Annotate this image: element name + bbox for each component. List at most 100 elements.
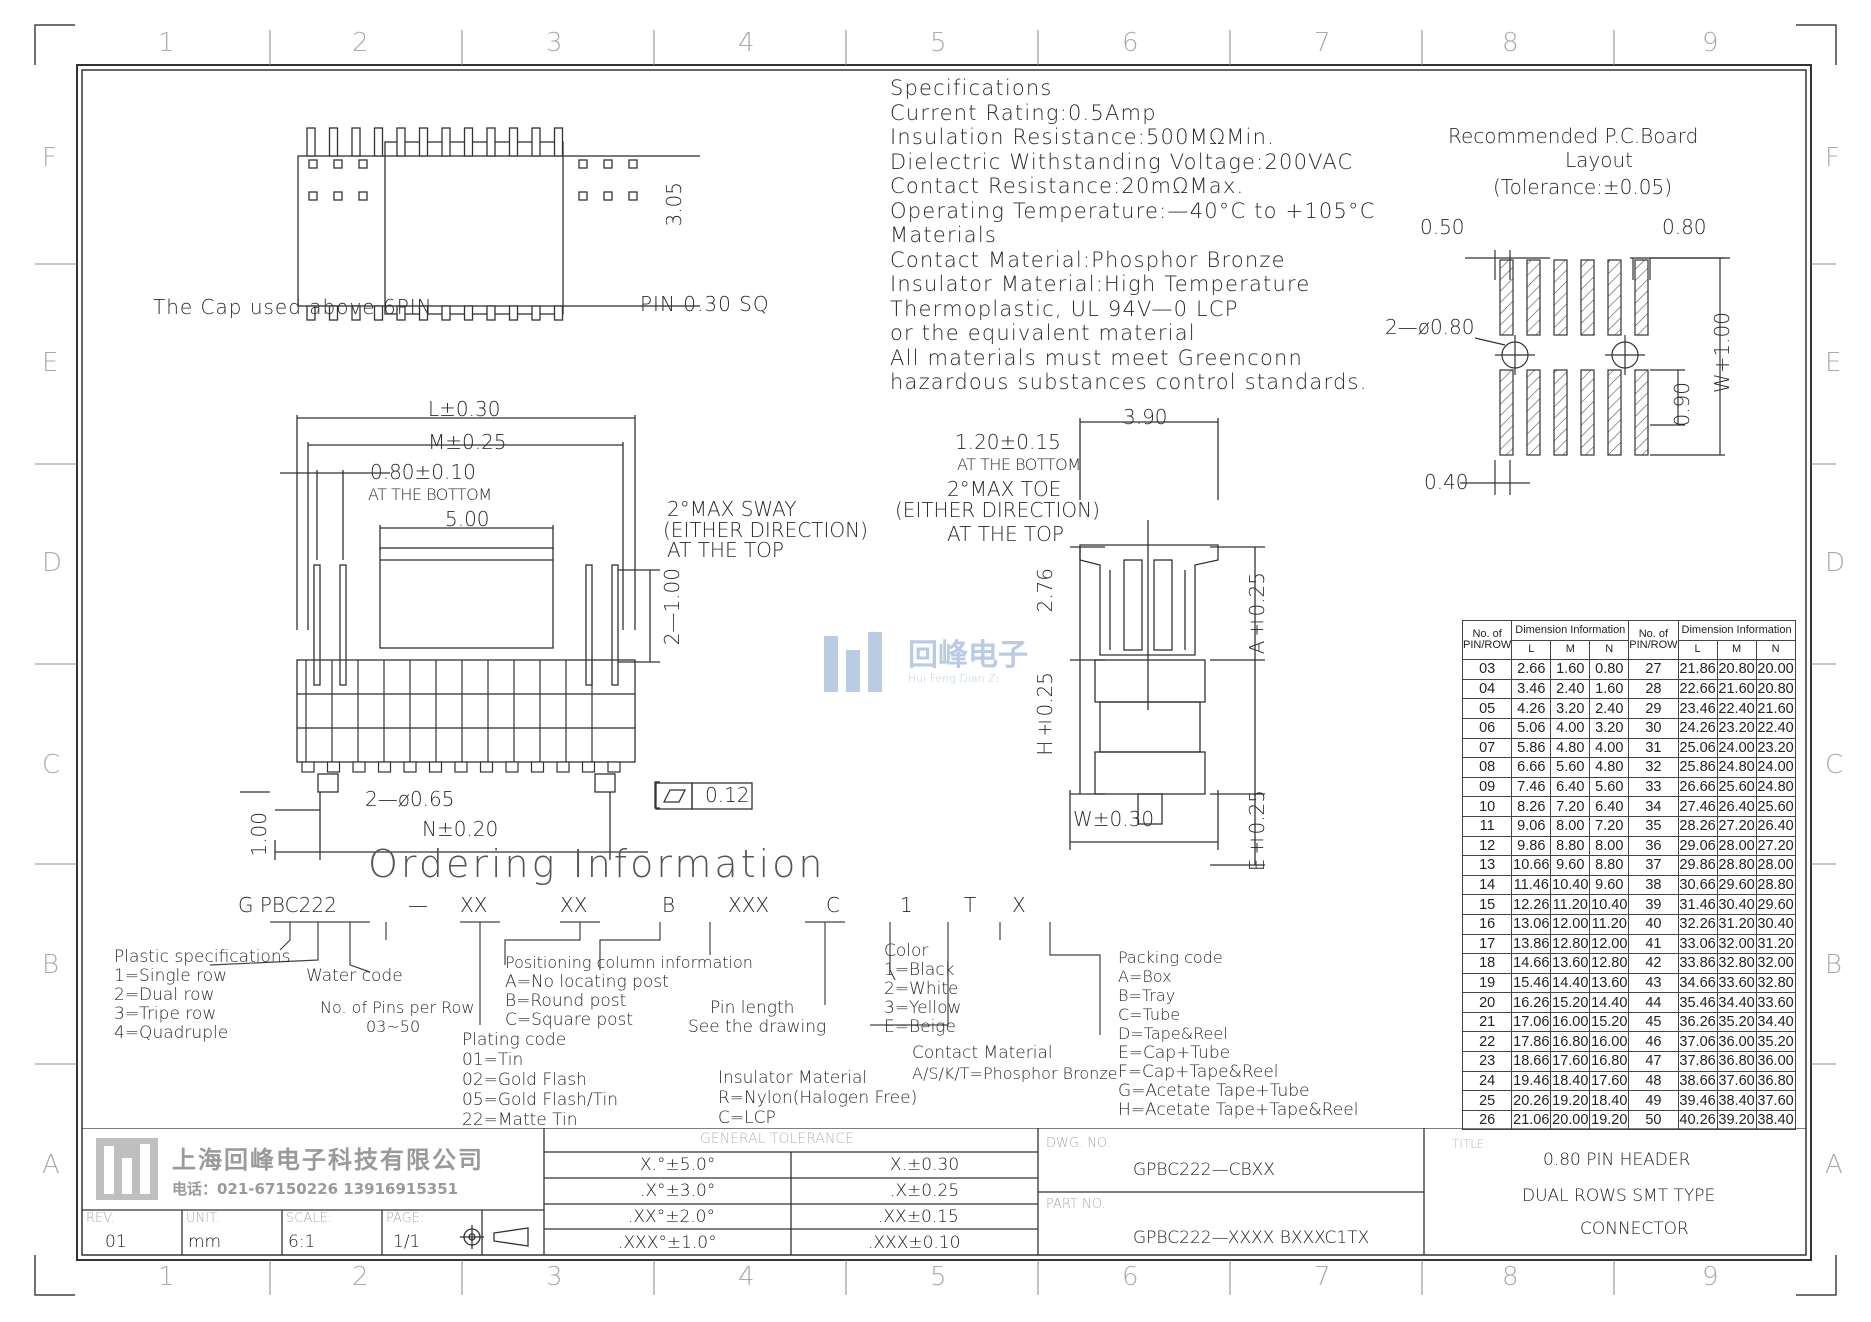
legend-line: 1=Black <box>884 960 955 980</box>
watermark-en: Hui Feng Dian Zi <box>908 672 999 685</box>
legend-line: Plastic specifications <box>114 947 291 967</box>
table-cell-value: 22.66 <box>1677 678 1718 700</box>
table-cell-value: 36.80 <box>1755 1070 1796 1092</box>
pin <box>351 127 361 157</box>
pcb-pad <box>1499 369 1514 456</box>
cap-note: The Cap used above 6PIN <box>153 295 433 319</box>
legend-line: A=Box <box>1118 967 1172 986</box>
table-cell-value: 10.66 <box>1511 855 1552 876</box>
legend-line: Positioning column information <box>505 953 753 972</box>
column-label: 9 <box>1702 1262 1719 1292</box>
tol-linear-1: .X±0.25 <box>890 1181 960 1201</box>
pin <box>441 305 451 321</box>
table-cell-value: 13.06 <box>1511 913 1552 935</box>
legend-line: No. of Pins per Row <box>320 998 475 1017</box>
table-cell-pins: 14 <box>1461 874 1513 896</box>
smt-lead <box>301 761 315 773</box>
table-cell-value: 0.80 <box>1589 659 1630 680</box>
legend-line: Color <box>884 941 929 961</box>
table-cell-value: 31.20 <box>1716 913 1757 935</box>
table-cell-pins: 06 <box>1461 717 1513 739</box>
legend-line: See the drawing <box>688 1017 827 1037</box>
dim-tip-length: 2—1.00 <box>660 568 684 646</box>
pin-square <box>358 159 368 169</box>
row-label: B <box>42 950 60 980</box>
column-label: 9 <box>1702 28 1719 58</box>
pcb-dim-040: 0.40 <box>1424 470 1469 494</box>
tolerance-header: GENERAL TOLERANCE <box>700 1131 855 1147</box>
table-cell-value: 6.66 <box>1511 757 1552 778</box>
legend-line: C=LCP <box>718 1108 776 1128</box>
legend-line: B=Round post <box>505 991 627 1011</box>
table-cell-value: 18.40 <box>1589 1090 1630 1111</box>
projection-symbol-icon <box>460 1225 529 1249</box>
pcb-dim-hole: 2—ø0.80 <box>1385 315 1475 339</box>
pin <box>418 305 429 321</box>
table-cell-value: 24.26 <box>1677 717 1718 739</box>
table-cell-value: 32.00 <box>1755 953 1796 974</box>
dim-N: N±0.20 <box>422 817 499 841</box>
code-part: C <box>826 893 840 917</box>
table-cell-value: 18.66 <box>1511 1051 1552 1072</box>
table-cell-value: 9.86 <box>1511 835 1552 857</box>
dim-H: H±0.25 <box>1033 672 1057 756</box>
table-cell-pins: 18 <box>1461 953 1513 974</box>
table-cell-pins: 38 <box>1628 874 1679 896</box>
table-cell-value: 40.26 <box>1677 1109 1718 1131</box>
table-cell-value: 37.60 <box>1755 1090 1796 1111</box>
table-cell-value: 11.46 <box>1511 874 1552 896</box>
row-label: E <box>42 348 59 378</box>
legend-line: A=No locating post <box>505 972 669 992</box>
table-cell-value: 15.20 <box>1550 992 1591 1013</box>
legend-line: R=Nylon(Halogen Free) <box>718 1088 918 1108</box>
table-cell-pins: 09 <box>1461 776 1513 798</box>
water-code: Water code <box>306 966 403 986</box>
spec-line: or the equivalent material <box>890 321 1196 345</box>
pin-square <box>603 191 613 201</box>
toe-note-2: (EITHER DIRECTION) <box>895 498 1100 522</box>
pcb-title-2: Layout <box>1565 148 1633 172</box>
dim-E: E±0.25 <box>1245 790 1269 872</box>
table-cell-value: 3.20 <box>1550 698 1591 719</box>
table-cell-pins: 30 <box>1628 717 1679 739</box>
table-cell-value: 29.86 <box>1677 855 1718 876</box>
legend-line: C=Square post <box>505 1010 634 1030</box>
pcb-pad <box>1607 259 1622 336</box>
pcb-dim-050: 0.50 <box>1420 215 1465 239</box>
spec-line: Thermoplastic, UL 94V—0 LCP <box>890 296 1239 321</box>
table-cell-value: 2.66 <box>1511 659 1552 680</box>
table-cell-value: 29.60 <box>1755 894 1796 915</box>
table-cell-pins: 39 <box>1628 894 1679 915</box>
row-label: B <box>1825 950 1843 980</box>
table-header-pins: No. of PIN/ROW <box>1461 619 1513 661</box>
table-cell-value: 27.20 <box>1716 815 1757 837</box>
pin-square <box>333 191 343 201</box>
table-cell-pins: 42 <box>1628 953 1679 974</box>
table-cell-value: 8.26 <box>1511 796 1552 817</box>
toe-note-1: 2°MAX TOE <box>947 477 1062 501</box>
table-cell-value: 28.80 <box>1716 855 1757 876</box>
table-cell-value: 9.06 <box>1511 815 1552 837</box>
table-cell-value: 4.26 <box>1511 698 1552 719</box>
table-cell-value: 20.80 <box>1755 678 1796 700</box>
table-cell-value: 16.80 <box>1589 1051 1630 1072</box>
table-cell-value: 38.66 <box>1677 1070 1718 1092</box>
spec-line: Specifications <box>890 76 1053 100</box>
pin <box>306 127 316 157</box>
table-cell-pins: 15 <box>1461 894 1513 915</box>
company-name: 上海回峰电子科技有限公司 <box>172 1146 484 1174</box>
pin-square <box>578 191 588 201</box>
row-label: E <box>1825 348 1842 378</box>
table-cell-value: 29.06 <box>1677 835 1718 857</box>
pin <box>553 127 564 157</box>
pin-square <box>603 159 613 169</box>
table-cell-value: 2.40 <box>1550 678 1591 700</box>
column-label: 6 <box>1122 1262 1139 1292</box>
column-label: 7 <box>1314 1262 1331 1292</box>
table-cell-value: 12.00 <box>1589 933 1630 955</box>
table-cell-value: 39.20 <box>1716 1109 1757 1131</box>
pin <box>486 127 496 157</box>
